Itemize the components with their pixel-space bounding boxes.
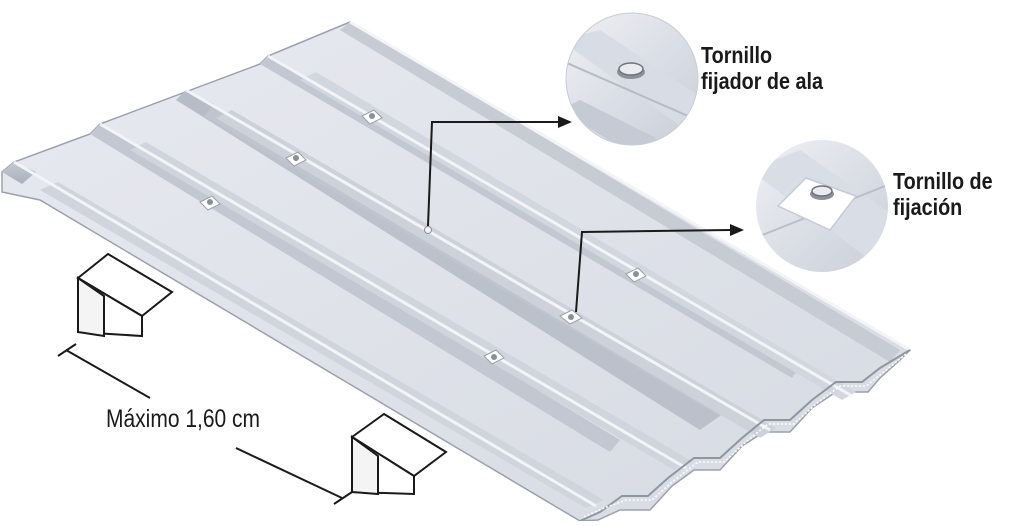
detail-circle-fixing-screw	[756, 140, 888, 272]
fixing-screw-3	[199, 195, 221, 211]
label-wing-screw-line2: fijador de ala	[701, 68, 824, 94]
label-max-span: Máximo 1,60 cm	[106, 405, 261, 433]
fixing-screw-5	[559, 309, 583, 325]
fixing-screw-1	[361, 109, 383, 125]
fixing-screw-2	[285, 151, 307, 167]
corrugated-sheet	[1, 20, 912, 522]
fixing-screw-6	[483, 349, 505, 365]
callout-fix-leader	[575, 224, 744, 313]
label-wing-screw-line1: Tornillo	[701, 42, 773, 68]
fixing-screw-marks	[199, 109, 647, 365]
label-fixing-screw-line1: Tornillo de	[893, 168, 993, 194]
detail-circle-wing-screw	[565, 12, 699, 146]
span-dimension	[57, 343, 353, 505]
wing-screw-mark	[424, 226, 432, 234]
fixing-screw-4	[625, 267, 647, 283]
callout-wing-leader	[427, 116, 572, 227]
purlin-front	[350, 412, 448, 496]
purlin-back	[76, 252, 174, 338]
label-fixing-screw: Tornillo de fijación	[893, 168, 993, 220]
label-fixing-screw-line2: fijación	[893, 194, 963, 220]
label-wing-screw: Tornillo fijador de ala	[701, 42, 823, 94]
